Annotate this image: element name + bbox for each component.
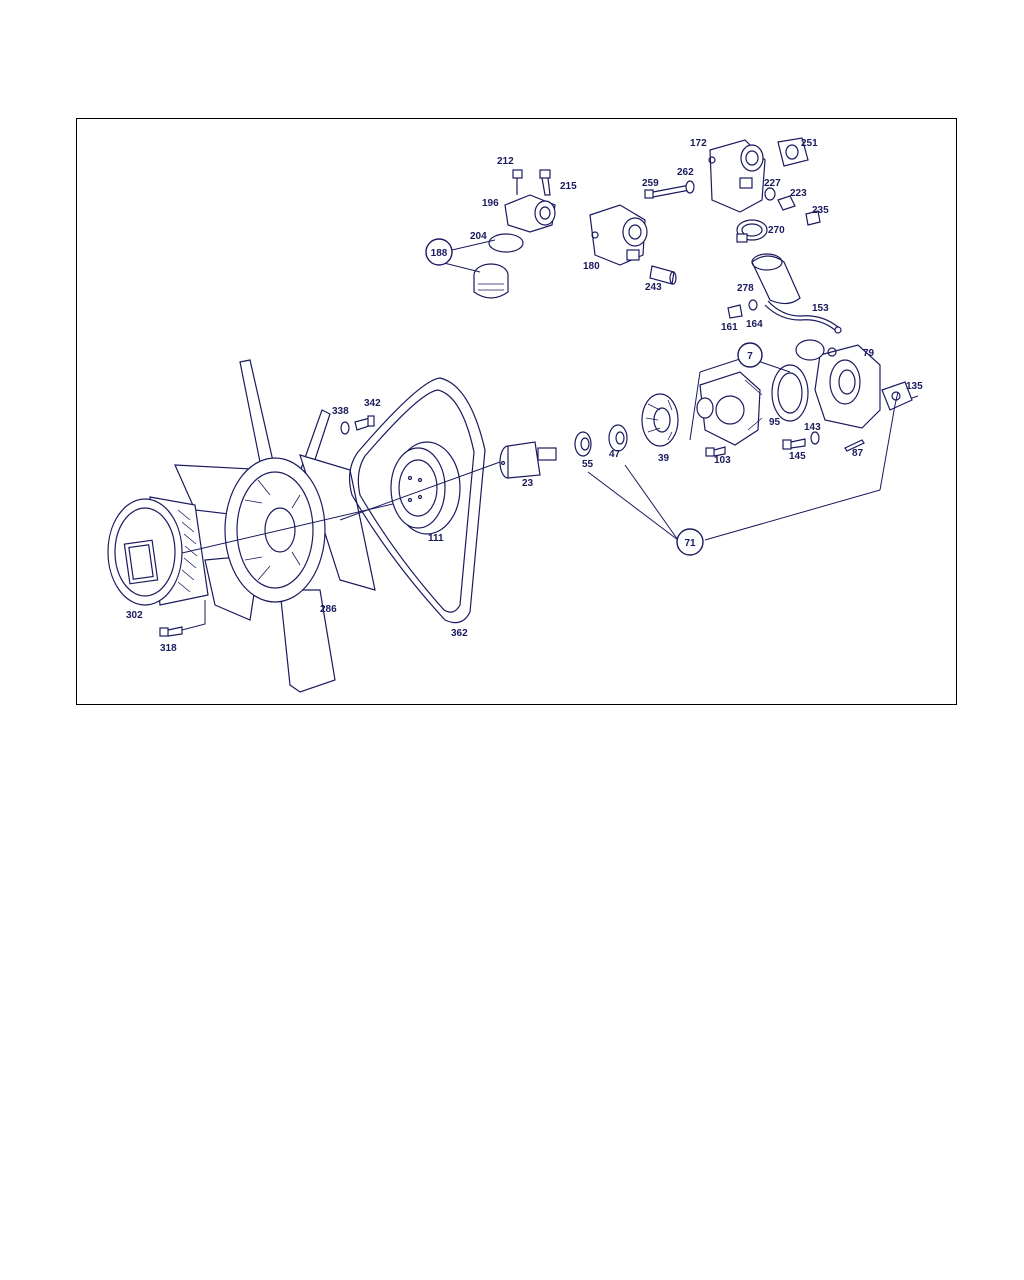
label-87: 87 [852,448,864,459]
label-164: 164 [746,319,763,330]
label-55: 55 [582,459,594,470]
washer-227 [764,187,776,201]
seal-47 [608,424,628,452]
seal-55 [574,431,592,457]
label-111: 111 [428,533,444,544]
seal-ring-204 [488,233,524,253]
svg-text:7: 7 [747,351,753,362]
thermostat-cover-196 [504,194,556,233]
bolt-318 [159,600,206,637]
bolt-145 [782,438,806,450]
label-362: 362 [451,628,468,639]
label-47: 47 [609,449,621,460]
hose-278 [751,253,801,305]
bolt-342 [354,415,375,431]
clamp-270 [736,219,768,243]
label-278: 278 [737,283,754,294]
bolt-215 [539,169,551,196]
callout-188: 188 [425,238,453,266]
label-103: 103 [714,455,731,466]
label-243: 243 [645,282,662,293]
label-143: 143 [804,422,821,433]
label-338: 338 [332,406,349,417]
bolt-212 [512,169,523,195]
label-251: 251 [801,138,818,149]
plug-235 [805,210,821,226]
label-212: 212 [497,156,514,167]
gasket-251 [777,137,809,167]
bolt-161 [727,304,743,319]
thermostat-housing-180 [589,204,648,266]
label-223: 223 [790,188,807,199]
label-79: 79 [863,348,875,359]
label-342: 342 [364,398,381,409]
washer-338 [340,421,350,435]
label-215: 215 [560,181,577,192]
label-161: 161 [721,322,738,333]
pipe-153 [764,300,842,334]
svg-text:188: 188 [431,248,448,259]
label-302: 302 [126,610,143,621]
water-pump [696,371,763,457]
label-23: 23 [522,478,534,489]
label-172: 172 [690,138,707,149]
label-180: 180 [583,261,600,272]
label-262: 262 [677,167,694,178]
label-286: 286 [320,604,337,615]
thermostat-188 [473,263,509,299]
pin-87 [844,439,865,452]
washer-164 [748,299,758,311]
leader-lines [439,239,899,541]
pump-housing-79 [795,339,881,429]
callout-71: 71 [676,528,704,556]
v-belt [348,377,486,624]
hose-243 [649,265,677,285]
fan-hub [224,457,326,603]
washer-143 [810,431,820,445]
callout-7: 7 [737,342,763,368]
label-270: 270 [768,225,785,236]
label-196: 196 [482,198,499,209]
svg-text:71: 71 [684,538,696,549]
plug-223 [777,195,796,211]
hub-shaft-23 [499,441,557,479]
gasket-95 [771,364,809,422]
label-227: 227 [764,178,781,189]
impeller-39 [641,393,679,447]
label-39: 39 [658,453,670,464]
label-153: 153 [812,303,829,314]
diagram-frame [76,118,957,705]
label-204: 204 [470,231,487,242]
label-235: 235 [812,205,829,216]
part-labels: 172 251 212 215 196 259 262 227 223 235 … [126,138,923,654]
label-95: 95 [769,417,781,428]
label-145: 145 [789,451,806,462]
fan-clutch [107,496,411,606]
upper-housing-172 [708,139,766,213]
washer-262 [685,180,695,194]
label-318: 318 [160,643,177,654]
label-135: 135 [906,381,923,392]
label-259: 259 [642,178,659,189]
pulley [339,441,501,535]
